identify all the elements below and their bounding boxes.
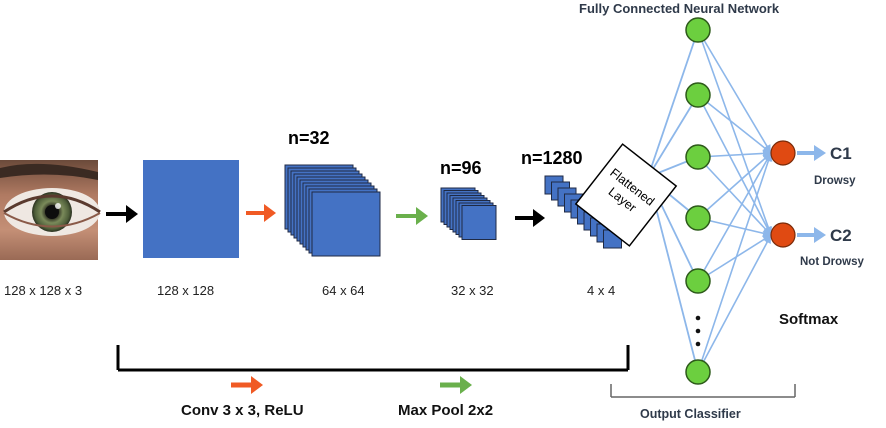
pool1-n-label: n=32: [288, 128, 330, 148]
conv-arrow-icon: [246, 204, 276, 222]
vertical-dots-icon: [695, 315, 701, 347]
hidden-node: [685, 144, 711, 170]
legend-conv-label: Conv 3 x 3, ReLU: [181, 402, 304, 419]
pool2-dims: 32 x 32: [451, 283, 494, 298]
legend-pool-label: Max Pool 2x2: [398, 402, 494, 419]
connection-arrowhead: [762, 229, 771, 238]
connection-line: [697, 234, 772, 373]
hidden-node: [685, 268, 711, 294]
softmax-label: Softmax: [779, 311, 839, 328]
flattened-layer-box: Flattened Layer: [574, 143, 678, 247]
hidden-node: [685, 82, 711, 108]
connection-line: [697, 94, 772, 154]
pool-arrow-icon: [396, 207, 428, 225]
pool2-n-label: n=96: [440, 158, 482, 178]
conv-block: [143, 160, 239, 258]
network-title: Fully Connected Neural Network: [579, 1, 780, 16]
fc-connections: [647, 29, 773, 373]
eye-photo: [0, 160, 101, 260]
conv-dims: 128 x 128: [157, 283, 215, 298]
feature-map-stack-32: [284, 164, 381, 257]
connection-line: [697, 156, 772, 236]
output-node: [770, 140, 796, 166]
connection-arrowhead: [762, 226, 771, 235]
output-classifier-label: Output Classifier: [640, 407, 741, 421]
hidden-node: [685, 17, 711, 43]
pipeline-bracket: [116, 345, 630, 372]
output-arrow-c2-icon: [797, 227, 826, 243]
connection-line: [697, 152, 772, 219]
hidden-node: [685, 359, 711, 385]
feature-map: [311, 191, 381, 257]
output-arrow-c1-icon: [797, 145, 826, 161]
output-c2-name: Not Drowsy: [800, 256, 864, 268]
connection-arrowhead: [763, 235, 771, 244]
connection-line: [697, 234, 772, 282]
connection-line: [697, 152, 772, 373]
connection-line: [647, 29, 699, 178]
pool3-dims: 4 x 4: [587, 283, 616, 298]
output-node: [770, 222, 796, 248]
output-c1-name: Drowsy: [814, 175, 856, 187]
connection-line: [697, 29, 772, 154]
legend-pool-arrow-icon: [440, 376, 472, 394]
black-arrow-icon: [106, 205, 138, 223]
connection-arrowhead: [764, 153, 773, 162]
output-c2-class: C2: [830, 226, 852, 245]
output-classifier-bracket: [610, 384, 796, 398]
pool3-n-label: n=1280: [521, 148, 583, 168]
black-arrow-icon: [515, 209, 545, 227]
connection-line: [647, 94, 699, 178]
feature-map: [461, 205, 497, 240]
connection-line: [697, 29, 772, 236]
output-c1-class: C1: [830, 144, 852, 163]
output-layer-nodes: [770, 140, 796, 248]
connection-line: [697, 94, 772, 236]
feature-map-stack-96: [440, 187, 497, 240]
input-dims: 128 x 128 x 3: [4, 283, 83, 298]
hidden-layer-nodes: [685, 17, 711, 385]
connection-line: [697, 152, 772, 282]
pool1-dims: 64 x 64: [322, 283, 365, 298]
legend-conv-arrow-icon: [231, 376, 263, 394]
hidden-node: [685, 205, 711, 231]
